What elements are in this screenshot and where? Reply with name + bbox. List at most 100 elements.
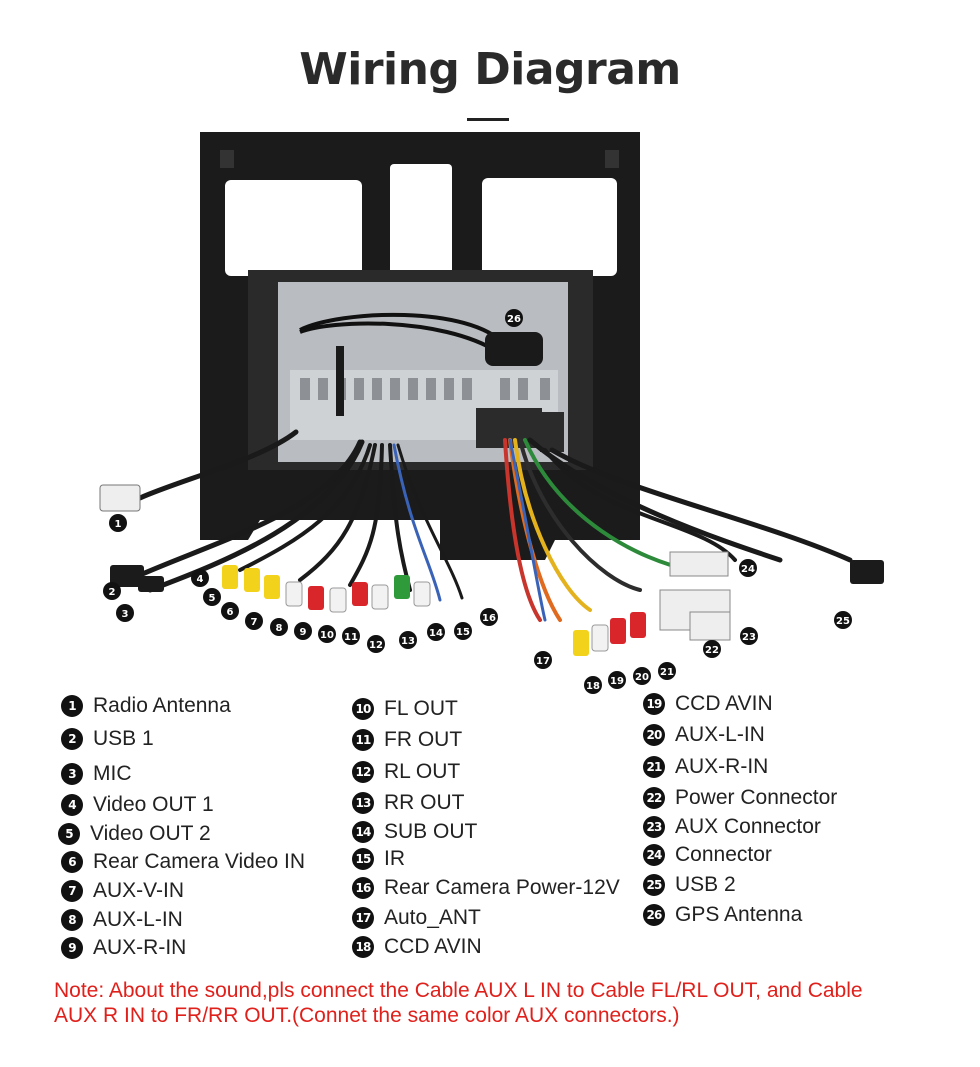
legend-label: USB 2: [675, 873, 736, 896]
svg-text:17: 17: [536, 656, 550, 667]
svg-text:5: 5: [209, 593, 216, 604]
callout-badge: 2: [61, 728, 83, 750]
svg-text:21: 21: [660, 667, 674, 678]
note-line-1: Note: About the sound,pls connect the Ca…: [54, 979, 863, 1002]
legend-item-26: 26 GPS Antenna: [643, 903, 802, 927]
callout-badge: 18: [352, 936, 374, 958]
legend-label: AUX-L-IN: [675, 723, 765, 746]
legend-label: CCD AVIN: [675, 692, 773, 715]
svg-text:19: 19: [610, 676, 624, 687]
callout-badge: 5: [58, 823, 80, 845]
legend-item-13: 13 RR OUT: [352, 791, 465, 815]
callout-badge: 23: [643, 816, 665, 838]
callout-20: 20: [633, 667, 651, 685]
callout-badge: 13: [352, 792, 374, 814]
legend-label: GPS Antenna: [675, 903, 803, 926]
callout-18: 18: [584, 676, 602, 694]
callout-badge: 9: [61, 937, 83, 959]
callout-16: 16: [480, 608, 498, 626]
legend-label: MIC: [93, 762, 132, 785]
callout-22: 22: [703, 640, 721, 658]
svg-text:4: 4: [197, 574, 204, 585]
callout-8: 8: [270, 618, 288, 636]
legend-label: Video OUT 2: [90, 822, 211, 845]
callout-12: 12: [367, 635, 385, 653]
callout-badge: 26: [643, 904, 665, 926]
callout-badge: 19: [643, 693, 665, 715]
callout-21: 21: [658, 662, 676, 680]
wiring-illustration: 1 2 3 4 5 6 7 8 9 10 11 12 13 14 15 16 1…: [99, 132, 884, 694]
legend-item-5: 5 Video OUT 2: [58, 822, 211, 846]
legend-label: AUX-L-IN: [93, 908, 183, 931]
callout-badge: 4: [61, 794, 83, 816]
legend-label: FL OUT: [384, 697, 458, 720]
legend-label: Power Connector: [675, 786, 838, 809]
legend-label: AUX-R-IN: [93, 936, 187, 959]
legend-label: RR OUT: [384, 791, 465, 814]
legend-item-20: 20 AUX-L-IN: [643, 723, 765, 747]
svg-text:23: 23: [742, 632, 756, 643]
callout-badge: 24: [643, 844, 665, 866]
antenna-rod: [336, 346, 344, 416]
svg-text:10: 10: [320, 630, 334, 641]
note-line-2: AUX R IN to FR/RR OUT.(Connet the same c…: [54, 1004, 680, 1027]
svg-text:15: 15: [456, 627, 470, 638]
callout-badge: 3: [61, 763, 83, 785]
svg-text:11: 11: [344, 632, 358, 643]
svg-text:2: 2: [109, 587, 116, 598]
rca-plugs-left: [222, 565, 431, 613]
legend-label: Rear Camera Video IN: [93, 850, 306, 873]
legend-item-15: 15 IR: [352, 847, 405, 871]
legend-item-25: 25 USB 2: [643, 873, 736, 897]
svg-text:12: 12: [369, 640, 383, 651]
svg-text:14: 14: [429, 628, 443, 639]
legend-label: Rear Camera Power-12V: [384, 876, 620, 899]
callout-badge: 8: [61, 909, 83, 931]
callout-15: 15: [454, 622, 472, 640]
callout-badge: 10: [352, 698, 374, 720]
legend-item-10: 10 FL OUT: [352, 697, 458, 721]
callout-badge: 25: [643, 874, 665, 896]
legend-label: AUX-V-IN: [93, 879, 185, 902]
callout-badge: 20: [643, 724, 665, 746]
callout-badge: 12: [352, 761, 374, 783]
svg-text:8: 8: [276, 623, 283, 634]
radio-unit: [278, 282, 568, 462]
svg-text:18: 18: [586, 681, 600, 692]
legend-label: AUX-R-IN: [675, 755, 769, 778]
rca-plugs-right: [573, 612, 646, 656]
svg-text:13: 13: [401, 636, 415, 647]
legend-item-3: 3 MIC: [61, 762, 132, 786]
legend-label: IR: [384, 847, 405, 870]
svg-text:22: 22: [705, 645, 719, 656]
legend-label: Radio Antenna: [93, 694, 231, 717]
callout-9: 9: [294, 622, 312, 640]
callout-5: 5: [203, 588, 221, 606]
page-title: Wiring Diagram: [299, 44, 681, 95]
legend-item-8: 8 AUX-L-IN: [61, 908, 183, 932]
svg-text:1: 1: [115, 519, 122, 530]
svg-text:9: 9: [300, 627, 307, 638]
callout-badge: 17: [352, 907, 374, 929]
gps-antenna: [299, 312, 543, 366]
title-underline: [467, 118, 509, 121]
callout-1: 1: [109, 514, 127, 532]
legend-item-19: 19 CCD AVIN: [643, 692, 773, 716]
callout-badge: 15: [352, 848, 374, 870]
svg-text:6: 6: [227, 607, 234, 618]
svg-text:26: 26: [507, 314, 521, 325]
callout-14: 14: [427, 623, 445, 641]
legend-label: SUB OUT: [384, 820, 478, 843]
callout-24: 24: [739, 559, 757, 577]
